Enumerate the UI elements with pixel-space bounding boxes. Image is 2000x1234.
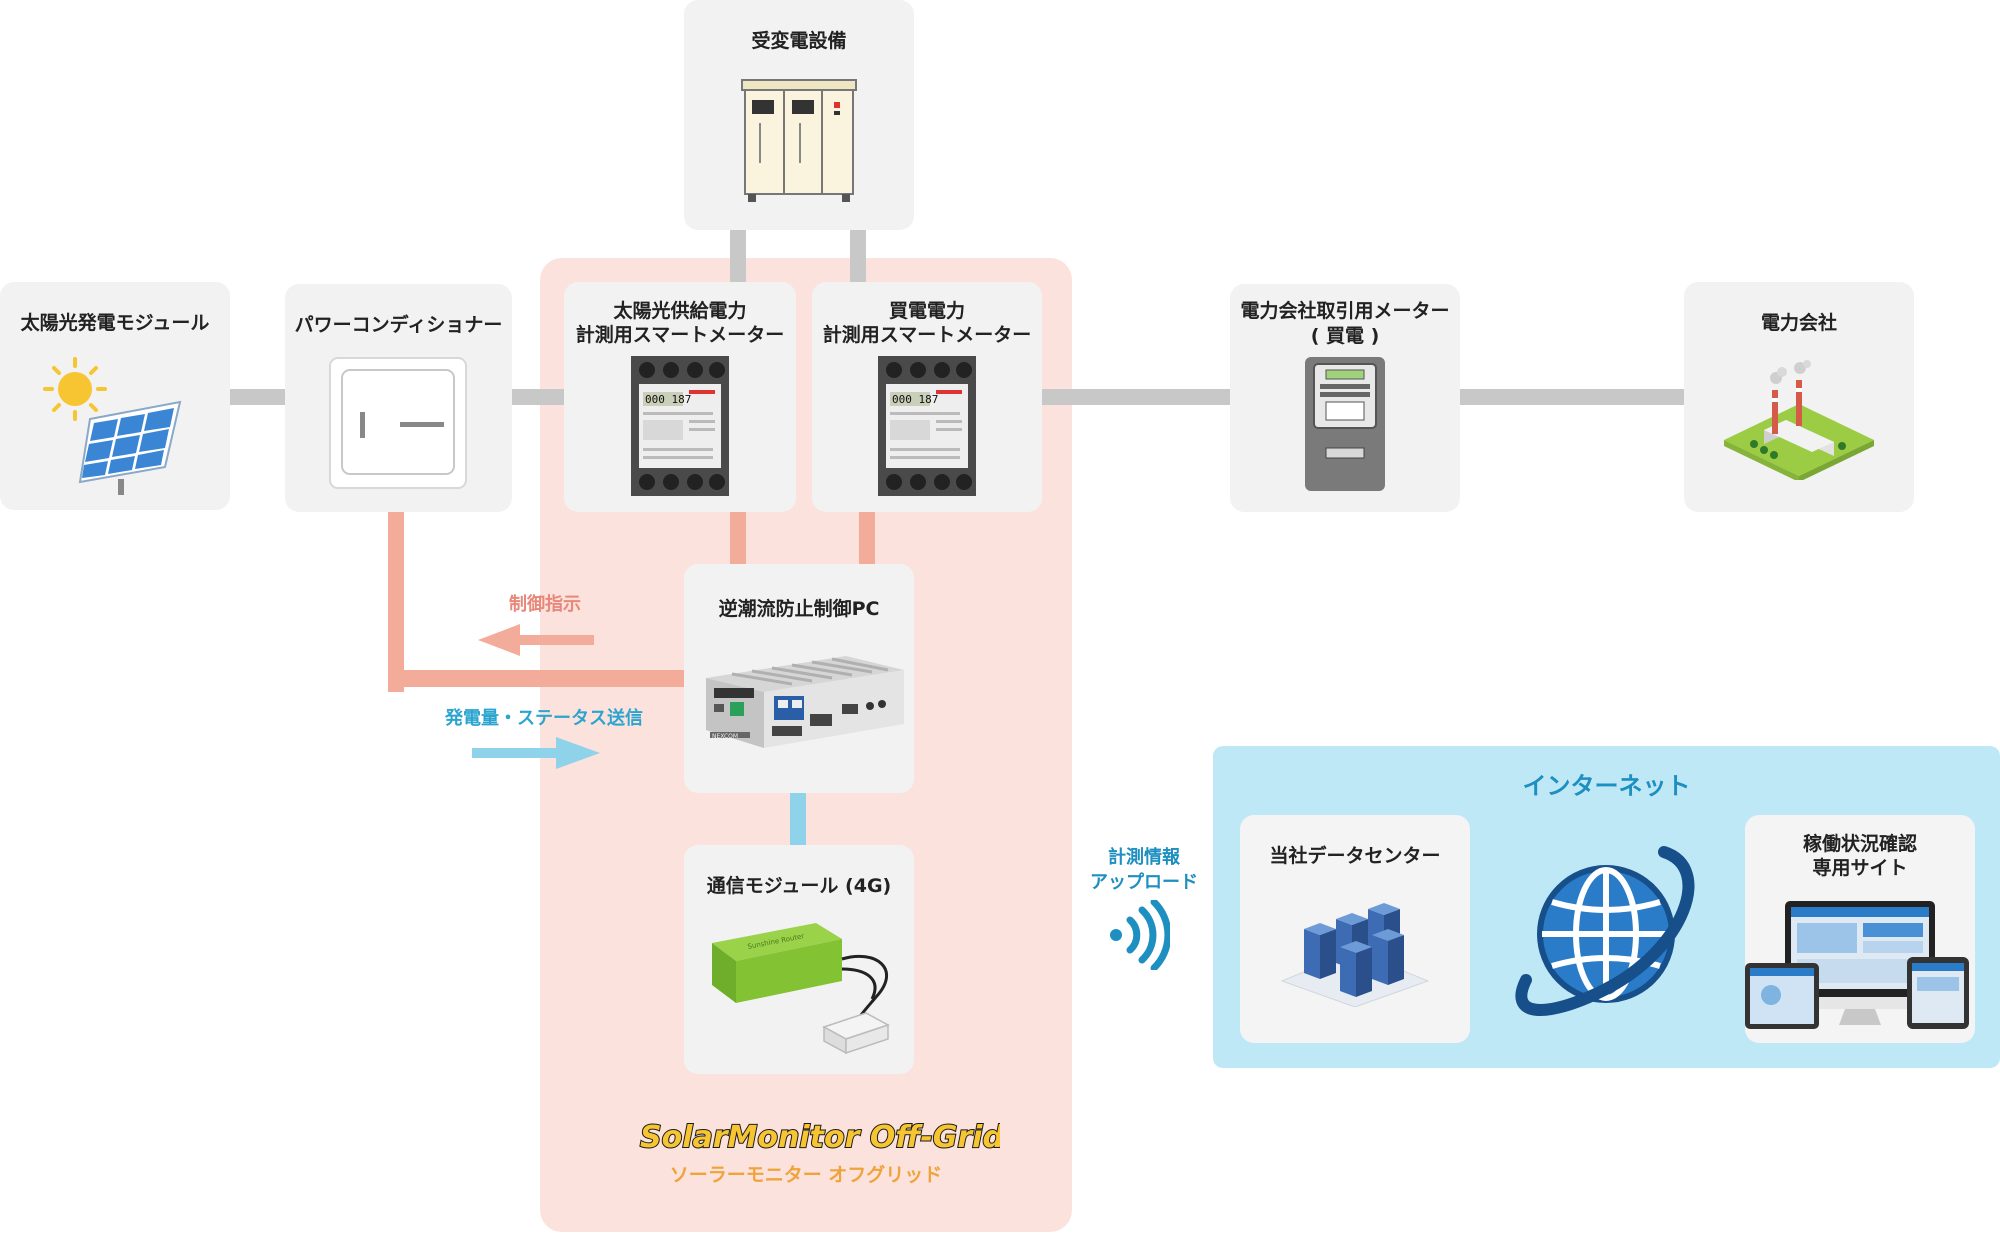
connector-line xyxy=(859,512,875,564)
node-label: ( 買電 ) xyxy=(1310,325,1380,347)
connector-line xyxy=(790,793,806,845)
solar-module-node: 太陽光発電モジュール xyxy=(0,282,230,510)
node-label: 計測用スマートメーター xyxy=(575,324,785,346)
server-rack-icon xyxy=(1280,903,1430,1007)
node-label: 太陽光発電モジュール xyxy=(20,312,210,334)
connector-line xyxy=(850,230,866,282)
node-label: 逆潮流防止制御PC xyxy=(718,598,880,620)
power-plant-icon xyxy=(1724,360,1874,480)
upload-label-line: アップロード xyxy=(1090,872,1198,893)
globe-icon xyxy=(1515,846,1695,1016)
smart-meter-icon: 000 187 xyxy=(878,356,976,496)
utility-company-node: 電力会社 xyxy=(1684,282,1914,512)
meter-reading: 000 187 xyxy=(892,393,938,406)
utility-meter-node: 電力会社取引用メーター ( 買電 ) xyxy=(1230,284,1460,512)
smart-meter-icon: 000 187 xyxy=(631,356,729,496)
node-label: 当社データセンター xyxy=(1269,845,1441,867)
upload-label-line: 計測情報 xyxy=(1108,847,1180,868)
logo-text: SolarMonitor Off-Grid xyxy=(640,1120,1000,1155)
substation-icon xyxy=(741,79,857,202)
node-label: 電力会社 xyxy=(1760,312,1837,334)
left-arrow-icon xyxy=(478,624,594,656)
connector-line xyxy=(1460,389,1684,405)
product-name: ソーラーモニター オフグリッド xyxy=(669,1164,943,1186)
node-label: 太陽光供給電力 xyxy=(613,300,747,322)
connector-line xyxy=(730,230,746,282)
node-label: 買電電力 xyxy=(888,300,965,322)
supply-meter-node: 太陽光供給電力 計測用スマートメーター 000 187 xyxy=(564,282,796,512)
node-label: パワーコンディショナー xyxy=(294,314,503,336)
node-label: 受変電設備 xyxy=(751,30,847,52)
connector-line xyxy=(230,389,285,405)
control-line xyxy=(388,670,684,687)
node-label: 計測用スマートメーター xyxy=(822,324,1032,346)
router-icon: Sunshine Router xyxy=(712,923,890,1055)
node-label: 通信モジュール (4G) xyxy=(706,875,892,897)
control-line xyxy=(388,512,404,692)
node-label: 電力会社取引用メーター xyxy=(1240,300,1450,322)
connector-line xyxy=(512,389,564,405)
power-conditioner-node: パワーコンディショナー xyxy=(285,284,512,512)
devices-icon xyxy=(1745,901,1969,1029)
node-label: 専用サイト xyxy=(1812,857,1908,879)
substation-node: 受変電設備 xyxy=(684,0,914,230)
wireless-signal-icon xyxy=(1110,900,1170,970)
status-send-label: 発電量・ステータス送信 xyxy=(445,708,643,729)
connector-line xyxy=(730,512,746,564)
control-instruction-label: 制御指示 xyxy=(509,594,581,615)
internet-title: インターネット xyxy=(1522,772,1691,800)
reverse-flow-pc-node: 逆潮流防止制御PC NEXCOM xyxy=(684,564,914,793)
industrial-pc-icon: NEXCOM xyxy=(706,656,904,748)
pc-brand: NEXCOM xyxy=(712,733,738,740)
node-label: 稼働状況確認 xyxy=(1802,833,1917,855)
meter-reading: 000 187 xyxy=(645,393,691,406)
solarmonitor-logo: SolarMonitor Off-Grid xyxy=(639,1119,1000,1156)
power-conditioner-icon xyxy=(329,357,467,489)
solar-panel-icon xyxy=(43,357,182,495)
status-site-node: 稼働状況確認 専用サイト xyxy=(1745,815,1975,1043)
connector-line xyxy=(1040,389,1230,405)
purchase-meter-node: 買電電力 計測用スマートメーター 000 187 xyxy=(812,282,1042,512)
comm-module-node: 通信モジュール (4G) Sunshine Router xyxy=(684,845,914,1074)
data-center-node: 当社データセンター xyxy=(1240,815,1470,1043)
meter-icon xyxy=(1305,357,1385,491)
upload-label: 計測情報 アップロード xyxy=(1084,845,1204,895)
right-arrow-icon xyxy=(472,737,600,769)
